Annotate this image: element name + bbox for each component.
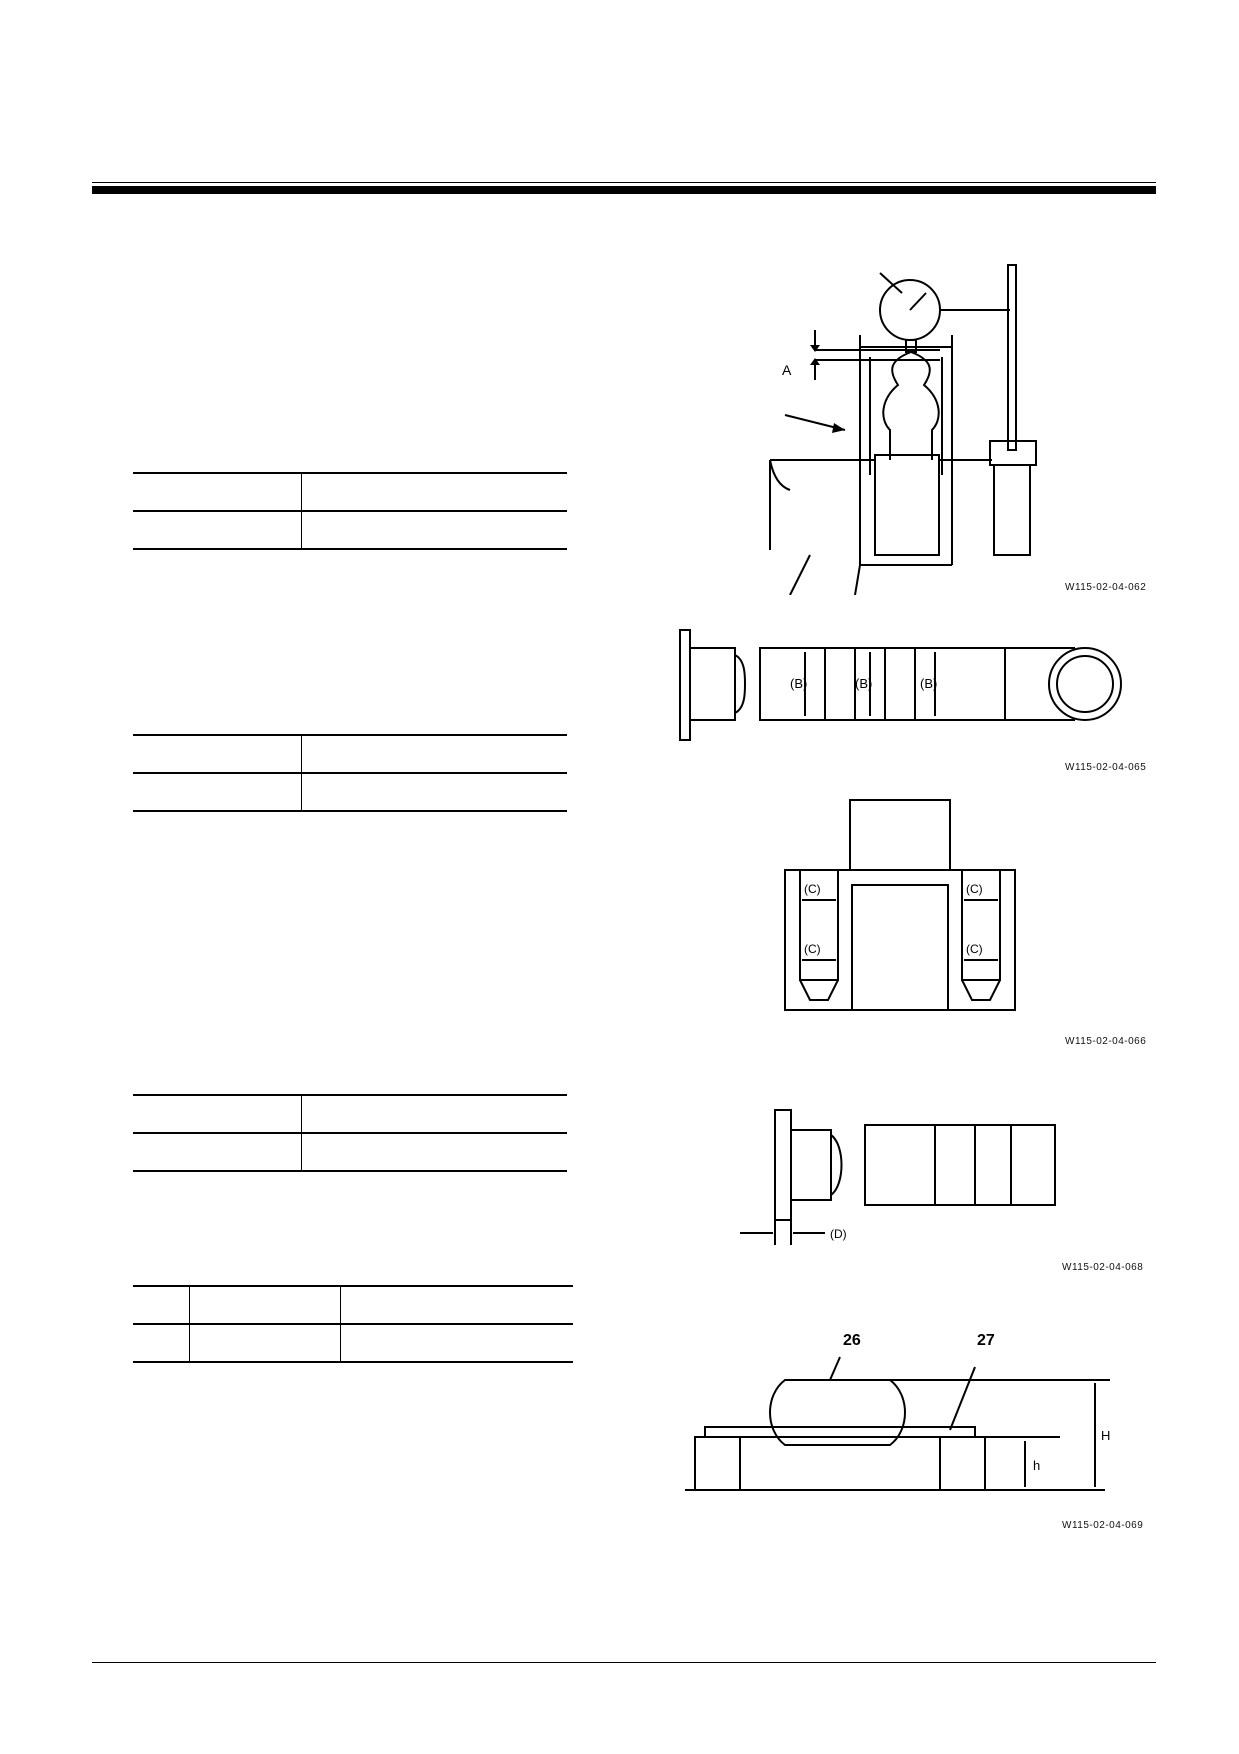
spool-d-figure: (D) [740,1109,1056,1245]
block-h-figure: 26 27 H h [685,1332,1110,1491]
svg-text:h: h [1033,1458,1040,1473]
svg-text:(B): (B) [790,676,807,691]
svg-text:27: 27 [977,1332,995,1349]
svg-text:A: A [782,362,792,378]
figure-caption-1: W115-02-04-062 [1065,582,1147,593]
spec-table-1 [133,472,567,550]
svg-text:(C): (C) [804,942,821,956]
figure-caption-5: W115-02-04-069 [1062,1520,1144,1531]
spool-b-figure: (B) (B) (B) [679,629,1122,741]
svg-text:(C): (C) [966,882,983,896]
figure-caption-2: W115-02-04-065 [1065,762,1147,773]
spec-table-2 [133,734,567,812]
svg-text:H: H [1101,1428,1110,1443]
footer-rule [92,1662,1156,1663]
svg-text:(C): (C) [966,942,983,956]
svg-text:(C): (C) [804,882,821,896]
spec-table-3 [133,1094,567,1172]
header-rule [92,186,1156,194]
svg-text:(B): (B) [920,676,937,691]
figure-caption-3: W115-02-04-066 [1065,1036,1147,1047]
svg-text:(D): (D) [830,1227,847,1241]
housing-c-figure: (C) (C) (C) (C) [784,799,1016,1011]
dial-gauge-figure: A [769,264,1037,595]
figure-caption-4: W115-02-04-068 [1062,1262,1144,1273]
svg-text:26: 26 [843,1332,861,1349]
svg-text:(B): (B) [855,676,872,691]
header-rule-thin [92,182,1156,183]
spec-table-4 [133,1285,573,1363]
